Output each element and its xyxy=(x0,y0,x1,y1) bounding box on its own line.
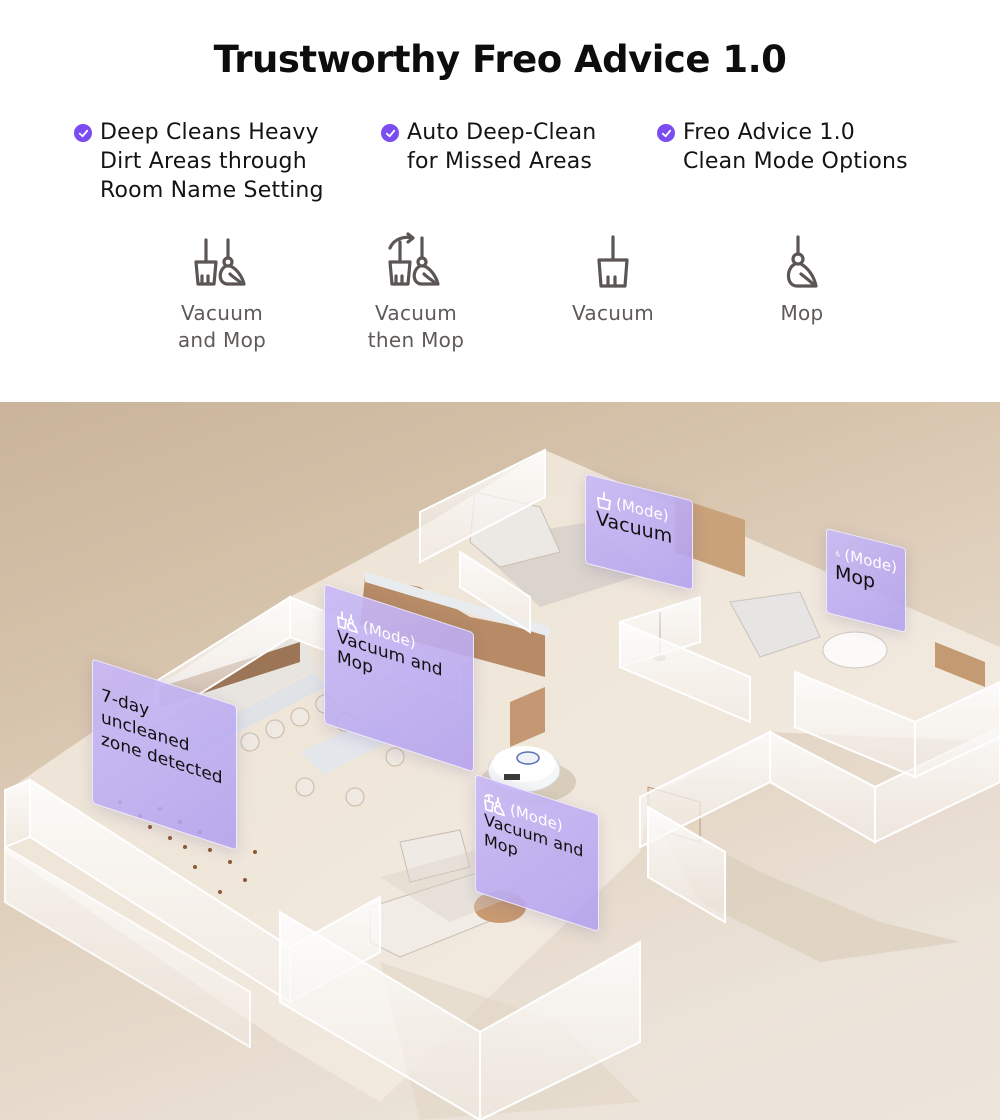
mode-tag-header: (Mode) xyxy=(835,543,897,577)
mode-tag-bathroom: (Mode) Mop xyxy=(826,528,906,633)
mop-icon xyxy=(722,232,882,292)
feature-text: Deep Cleans Heavy Dirt Areas through Roo… xyxy=(100,120,324,203)
mop-icon xyxy=(835,550,841,557)
mode-tag-bedroom: (Mode) Vacuum xyxy=(585,473,693,591)
mode-tag-header: (Mode) xyxy=(596,489,682,528)
feature-text: Auto Deep-Clean for Missed Areas xyxy=(407,120,597,174)
page-title: Trustworthy Freo Advice 1.0 xyxy=(213,38,787,81)
header-section: Trustworthy Freo Advice 1.0 Deep Cleans … xyxy=(0,0,1000,402)
feature-item: Deep Cleans Heavy Dirt Areas through Roo… xyxy=(74,118,324,205)
check-circle-icon xyxy=(74,124,92,142)
vacuum-icon xyxy=(533,232,693,292)
vacuum-then-mop-icon xyxy=(336,232,496,292)
vacuum-and-mop-icon xyxy=(142,232,302,292)
uncleaned-zone-text: 7-day uncleaned zone detected xyxy=(101,685,223,789)
mode-tag-header: (Mode) xyxy=(337,609,461,667)
check-circle-icon xyxy=(657,124,675,142)
feature-item: Freo Advice 1.0 Clean Mode Options xyxy=(657,118,908,176)
vacuum-icon xyxy=(596,492,612,511)
check-circle-icon xyxy=(381,124,399,142)
vacuum-then-mop-icon xyxy=(484,794,506,817)
mode-tag-header: (Mode) xyxy=(484,792,590,844)
mode-mop: Mop xyxy=(722,232,882,327)
feature-item: Auto Deep-Clean for Missed Areas xyxy=(381,118,596,176)
mode-vacuum: Vacuum xyxy=(533,232,693,327)
mode-label: Mop xyxy=(780,301,824,325)
mode-tag-kitchen: (Mode) Vacuum and Mop xyxy=(324,583,474,773)
mode-vacuum-then-mop: Vacuum then Mop xyxy=(336,232,496,354)
mode-vacuum-and-mop: Vacuum and Mop xyxy=(142,232,302,354)
mode-label: Vacuum and Mop xyxy=(177,301,267,352)
feature-text: Freo Advice 1.0 Clean Mode Options xyxy=(683,120,908,174)
mode-label: Vacuum xyxy=(571,301,654,325)
vacuum-and-mop-icon xyxy=(337,611,359,634)
mode-label: Vacuum then Mop xyxy=(367,301,465,352)
mode-tag-living-room: (Mode) Vacuum and Mop xyxy=(475,773,599,933)
floor-plan-illustration: (Mode) Vacuum (Mode) Mop (Mode) Vacuum a… xyxy=(0,402,1000,1120)
